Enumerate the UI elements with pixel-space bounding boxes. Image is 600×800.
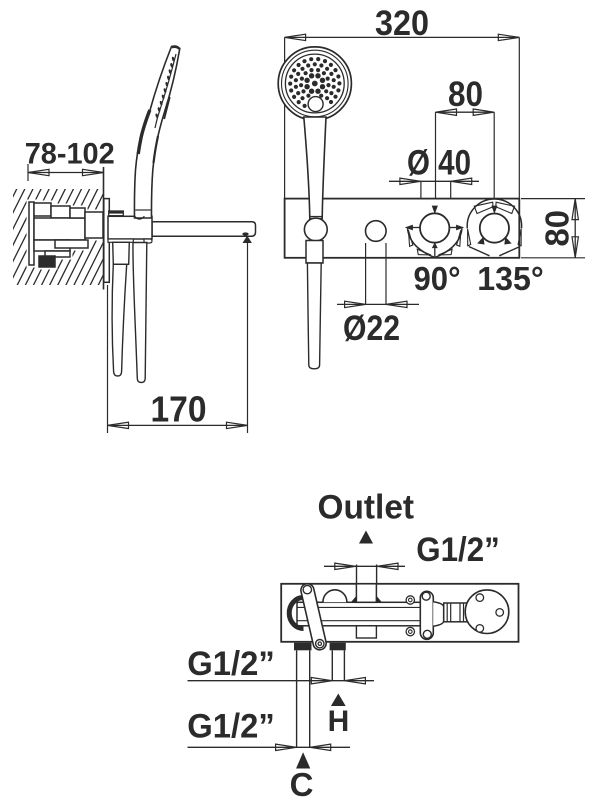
svg-text:Outlet: Outlet — [318, 489, 415, 527]
svg-text:G1/2”: G1/2” — [187, 708, 275, 746]
svg-text:Ø22: Ø22 — [343, 309, 400, 348]
svg-text:90°: 90° — [414, 260, 461, 297]
svg-text:80: 80 — [448, 75, 483, 114]
svg-text:320: 320 — [375, 4, 429, 43]
svg-text:G1/2”: G1/2” — [187, 645, 275, 683]
svg-text:Ø 40: Ø 40 — [407, 144, 471, 183]
svg-text:G1/2”: G1/2” — [416, 531, 500, 569]
svg-text:H: H — [328, 705, 350, 738]
svg-text:170: 170 — [151, 388, 207, 429]
svg-text:78-102: 78-102 — [25, 138, 115, 171]
svg-text:135°: 135° — [477, 260, 544, 297]
svg-text:C: C — [290, 766, 314, 800]
svg-text:80: 80 — [539, 210, 576, 247]
